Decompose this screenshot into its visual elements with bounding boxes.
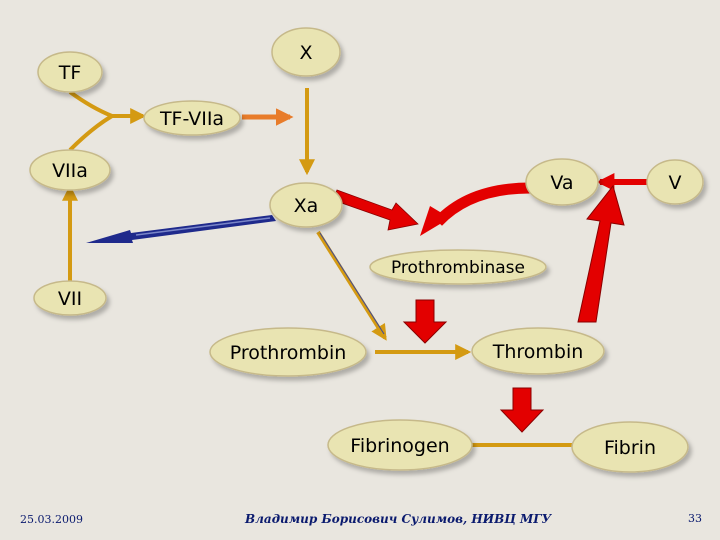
node-fibrin bbox=[571, 421, 689, 473]
footer-page-number: 33 bbox=[688, 512, 702, 525]
viia-merge-curve bbox=[68, 114, 114, 152]
label-va: Va bbox=[550, 172, 573, 194]
node-tf bbox=[37, 51, 103, 93]
label-viia: VIIa bbox=[52, 160, 88, 182]
node-x bbox=[271, 27, 341, 77]
node-thrombin bbox=[471, 327, 605, 375]
node-va bbox=[525, 158, 599, 206]
label-fibrin: Fibrin bbox=[604, 437, 656, 459]
xa-to-prothrombin-arrow bbox=[316, 230, 387, 341]
va-to-prothrombinase-arrow bbox=[433, 182, 531, 226]
node-viia bbox=[29, 149, 111, 191]
node-vii bbox=[33, 280, 107, 316]
node-v bbox=[646, 159, 704, 205]
thrombin-down-arrow bbox=[499, 387, 545, 433]
node-fibrinogen bbox=[327, 419, 473, 471]
label-vii: VII bbox=[58, 288, 82, 310]
node-prothrombinase bbox=[369, 249, 547, 285]
label-prothrombin: Prothrombin bbox=[230, 342, 347, 364]
prothrombinase-down-arrow bbox=[402, 299, 448, 344]
label-tf: TF bbox=[58, 62, 82, 84]
node-xa bbox=[269, 182, 343, 228]
label-xa: Xa bbox=[294, 195, 319, 217]
tf-merge-curve bbox=[68, 90, 113, 118]
label-thrombin: Thrombin bbox=[492, 341, 584, 363]
node-tf-viia bbox=[143, 100, 241, 136]
label-x: X bbox=[299, 42, 312, 64]
label-fibrinogen: Fibrinogen bbox=[350, 435, 449, 457]
footer-date: 25.03.2009 bbox=[20, 513, 83, 526]
thrombin-to-v-feedback-arrow bbox=[577, 184, 625, 323]
label-tf-viia: TF-VIIa bbox=[159, 108, 224, 130]
node-prothrombin bbox=[209, 327, 367, 377]
label-prothrombinase: Prothrombinase bbox=[391, 258, 525, 278]
footer-author: Владимир Борисович Сулимов, НИВЦ МГУ bbox=[245, 512, 552, 526]
label-v: V bbox=[669, 172, 682, 194]
xa-to-prothrombinase-arrow bbox=[332, 189, 419, 231]
